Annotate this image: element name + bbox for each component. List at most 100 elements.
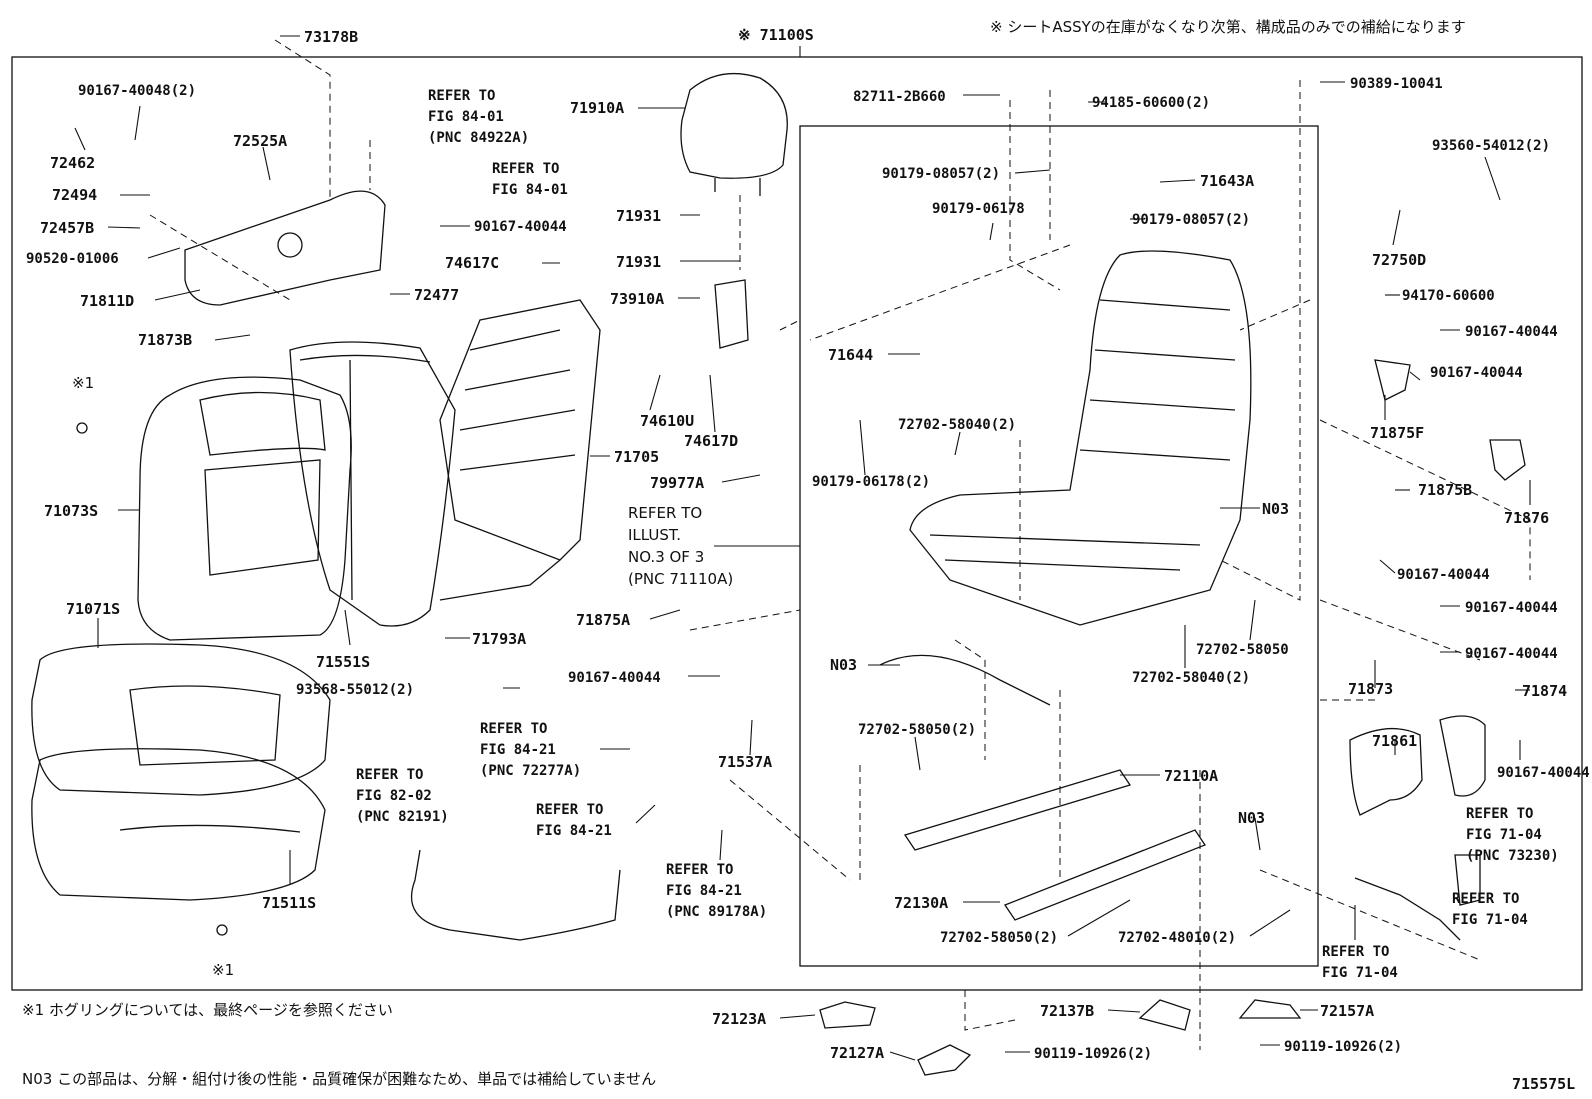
svg-text:REFER TO: REFER TO bbox=[536, 802, 603, 818]
part-label: 71705 bbox=[614, 448, 659, 466]
svg-text:(PNC 73230): (PNC 73230) bbox=[1466, 848, 1559, 864]
part-label: 72123A bbox=[712, 1010, 766, 1028]
part-label: 74610U bbox=[640, 412, 694, 430]
part-label: 72525A bbox=[233, 132, 287, 150]
seatback-cover-drawing bbox=[137, 376, 352, 641]
part-label: 71643A bbox=[1200, 172, 1254, 190]
svg-text:REFER TO: REFER TO bbox=[666, 862, 733, 878]
part-label: 74617D bbox=[684, 432, 738, 450]
svg-text:(PNC 84922A): (PNC 84922A) bbox=[428, 130, 529, 146]
ref-block-84-01: REFER TO FIG 84-01 bbox=[492, 161, 568, 198]
hog-ring-mark: ※1 bbox=[72, 374, 94, 392]
part-label: 90119-10926(2) bbox=[1034, 1046, 1152, 1062]
svg-text:FIG 84-21: FIG 84-21 bbox=[480, 742, 556, 758]
part-label: 71875A bbox=[576, 611, 630, 629]
part-label: 71873 bbox=[1348, 680, 1393, 698]
part-label: 94170-60600 bbox=[1402, 288, 1495, 304]
part-label: 72494 bbox=[52, 186, 97, 204]
ref-block-84-21-72277A: REFER TO FIG 84-21 (PNC 72277A) bbox=[480, 721, 630, 779]
svg-text:REFER TO: REFER TO bbox=[1322, 944, 1389, 960]
cover-72127A-drawing bbox=[917, 1044, 972, 1076]
svg-text:NO.3 OF 3: NO.3 OF 3 bbox=[628, 548, 704, 566]
svg-text:REFER TO: REFER TO bbox=[1466, 806, 1533, 822]
part-label: 90520-01006 bbox=[26, 251, 119, 267]
part-label: 93568-55012(2) bbox=[296, 682, 414, 698]
side-shield-drawing bbox=[184, 190, 386, 306]
cushion-pad-drawing bbox=[31, 748, 326, 901]
part-label: 71073S bbox=[44, 502, 98, 520]
ref-block-illust-3: REFER TO ILLUST. NO.3 OF 3 (PNC 71110A) bbox=[628, 504, 800, 588]
part-label: 73178B bbox=[304, 28, 358, 46]
part-label: 72750D bbox=[1372, 251, 1426, 269]
part-label: 72462 bbox=[50, 154, 95, 172]
part-label: N03 bbox=[830, 656, 857, 674]
outer-frame bbox=[11, 56, 1583, 991]
leader-lines bbox=[74, 35, 1531, 1061]
part-label: 72702-58050(2) bbox=[940, 930, 1058, 946]
footer-note-hog-ring: ※1 ホグリングについては、最終ページを参照ください bbox=[22, 1001, 393, 1019]
assembly-label: ※ 71100S bbox=[738, 26, 814, 44]
part-label: 90119-10926(2) bbox=[1284, 1039, 1402, 1055]
part-label: 71811D bbox=[80, 292, 134, 310]
part-label: 71876 bbox=[1504, 509, 1549, 527]
assembly-lines bbox=[149, 39, 1531, 1050]
part-label: 72457B bbox=[40, 219, 94, 237]
part-labels: 73178B 90167-40048(2) 72462 72494 72525A… bbox=[26, 28, 1590, 1062]
part-label: 90167-40048(2) bbox=[78, 83, 196, 99]
part-label: 71793A bbox=[472, 630, 526, 648]
part-label: 90167-40044 bbox=[1397, 567, 1490, 583]
part-label: 72130A bbox=[894, 894, 948, 912]
svg-text:FIG 71-04: FIG 71-04 bbox=[1322, 965, 1398, 981]
svg-text:REFER TO: REFER TO bbox=[492, 161, 559, 177]
part-label: 71644 bbox=[828, 346, 873, 364]
svg-text:(PNC 82191): (PNC 82191) bbox=[356, 809, 449, 825]
side-airbag-drawing bbox=[714, 279, 749, 349]
svg-text:REFER TO: REFER TO bbox=[428, 88, 495, 104]
part-label: 90389-10041 bbox=[1350, 76, 1443, 92]
part-label: 72477 bbox=[414, 286, 459, 304]
svg-text:(PNC 72277A): (PNC 72277A) bbox=[480, 763, 581, 779]
part-label: 90179-08057(2) bbox=[1132, 212, 1250, 228]
part-label: 90167-40044 bbox=[1497, 765, 1590, 781]
ref-block-71-04-73230: REFER TO FIG 71-04 (PNC 73230) bbox=[1466, 806, 1559, 864]
seat-frame-drawing bbox=[909, 250, 1252, 626]
ref-block-84-21: REFER TO FIG 84-21 bbox=[536, 802, 656, 839]
part-label: N03 bbox=[1262, 500, 1289, 518]
part-label: 90179-06178 bbox=[932, 201, 1025, 217]
inner-shield-drawing bbox=[1349, 727, 1423, 816]
part-label: 72702-58050 bbox=[1196, 642, 1289, 658]
part-drawings bbox=[31, 72, 1526, 1076]
part-label: 71874 bbox=[1522, 682, 1567, 700]
buckle-drawing bbox=[1454, 854, 1481, 906]
part-label: 71537A bbox=[718, 753, 772, 771]
header-note: ※ シートASSYの在庫がなくなり次第、構成品のみでの補給になります bbox=[990, 18, 1466, 36]
part-label: 73910A bbox=[610, 290, 664, 308]
svg-text:(PNC 89178A): (PNC 89178A) bbox=[666, 904, 767, 920]
footer-note-n03: N03 この部品は、分解・組付け後の性能・品質確保が困難なため、単品では補給して… bbox=[22, 1070, 656, 1088]
upper-rail-drawing bbox=[903, 769, 1132, 851]
part-label: 72137B bbox=[1040, 1002, 1094, 1020]
wire-harness-drawing bbox=[410, 849, 621, 941]
ref-block-82-02: REFER TO FIG 82-02 (PNC 82191) bbox=[356, 767, 449, 825]
hog-ring-mark: ※1 bbox=[212, 961, 234, 979]
svg-text:REFER TO: REFER TO bbox=[356, 767, 423, 783]
part-label: 72157A bbox=[1320, 1002, 1374, 1020]
part-label: 72702-58040(2) bbox=[1132, 670, 1250, 686]
part-label: 90167-40044 bbox=[1465, 600, 1558, 616]
svg-text:REFER TO: REFER TO bbox=[480, 721, 547, 737]
diagram-code: 715575L bbox=[1512, 1075, 1575, 1093]
part-label: 72702-58040(2) bbox=[898, 417, 1016, 433]
cover-72137B-drawing bbox=[1138, 999, 1191, 1031]
ref-block-84-21-89178A: REFER TO FIG 84-21 (PNC 89178A) bbox=[666, 829, 767, 920]
svg-text:ILLUST.: ILLUST. bbox=[628, 526, 681, 544]
part-label: 90167-40044 bbox=[474, 219, 567, 235]
part-label: 93560-54012(2) bbox=[1432, 138, 1550, 154]
lower-rail-drawing bbox=[1004, 829, 1206, 921]
cushion-cover-drawing bbox=[31, 643, 331, 796]
svg-text:FIG 84-01: FIG 84-01 bbox=[428, 109, 504, 125]
svg-text:FIG 71-04: FIG 71-04 bbox=[1452, 912, 1528, 928]
part-label: 74617C bbox=[445, 254, 499, 272]
part-label: 72127A bbox=[830, 1044, 884, 1062]
cover-72123A-drawing bbox=[819, 1001, 876, 1029]
